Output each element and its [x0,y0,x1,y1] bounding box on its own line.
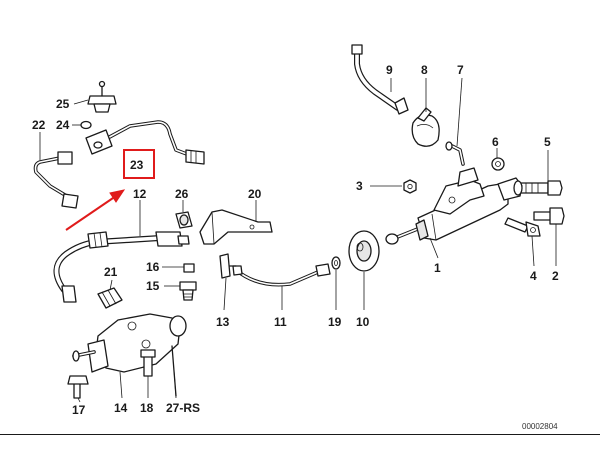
callout-12: 12 [133,187,147,201]
highlight-arrow [65,189,126,231]
part-21-boot [97,287,123,309]
part-23-pressure-line [85,120,205,165]
part-20-bracket [199,209,273,245]
part-6-grommet [491,157,505,171]
callout-26: 26 [175,187,189,201]
part-13-retaining-clip [219,253,237,279]
callout-8: 8 [421,63,428,77]
part-4-bolt [504,217,541,237]
part-16-bleed-cap [183,263,195,273]
callout-22: 22 [32,118,46,132]
part-2-bolt [533,207,565,225]
part-26-grommet [175,211,193,229]
part-18-bolt [140,349,156,377]
part-22-line [33,151,79,209]
callout-2: 2 [552,269,559,283]
callout-23: 23 [130,158,144,172]
part-24-seal-ring [80,120,92,130]
callout-21: 21 [104,265,118,279]
part-25-pressure-switch [87,80,117,113]
callout-5: 5 [544,135,551,149]
callout-10: 10 [356,315,370,329]
callout-19: 19 [328,315,342,329]
part-17-bolt [67,375,89,399]
part-5-bolt [519,180,563,196]
callout-18: 18 [140,401,154,415]
leader-lines [39,77,557,403]
part-15-bleed-screw [179,281,197,301]
callout-24: 24 [56,118,70,132]
callout-9: 9 [386,63,393,77]
diagram-id: 00002804 [522,422,558,431]
callout-14: 14 [114,401,128,415]
callout-13: 13 [216,315,230,329]
part-14-slave-cylinder [72,313,187,373]
callout-7: 7 [457,63,464,77]
part-7-elbow-fitting [445,141,465,166]
callout-15: 15 [146,279,160,293]
callout-27-rs: 27-RS [166,401,200,415]
callout-11: 11 [274,315,287,329]
callout-6: 6 [492,135,499,149]
part-10-seal-boot [348,230,380,272]
part-9-reservoir-hose [351,44,409,115]
part-11-clutch-line [232,263,331,287]
callout-4: 4 [530,269,537,283]
callout-16: 16 [146,260,160,274]
part-1-clutch-master-cylinder [385,167,523,245]
callout-20: 20 [248,187,262,201]
highlight-box-part-23 [123,149,155,179]
callout-labels: 9 8 7 6 5 3 1 4 2 10 19 11 13 20 26 12 1… [32,63,559,417]
callout-25: 25 [56,97,70,111]
part-3-nut [403,179,417,194]
callout-1: 1 [434,261,441,275]
callout-3: 3 [356,179,363,193]
part-19-washer [331,256,341,270]
part-8-reservoir-cap [411,107,440,147]
callout-17: 17 [72,403,86,417]
part-12-flexible-hose [53,231,190,303]
